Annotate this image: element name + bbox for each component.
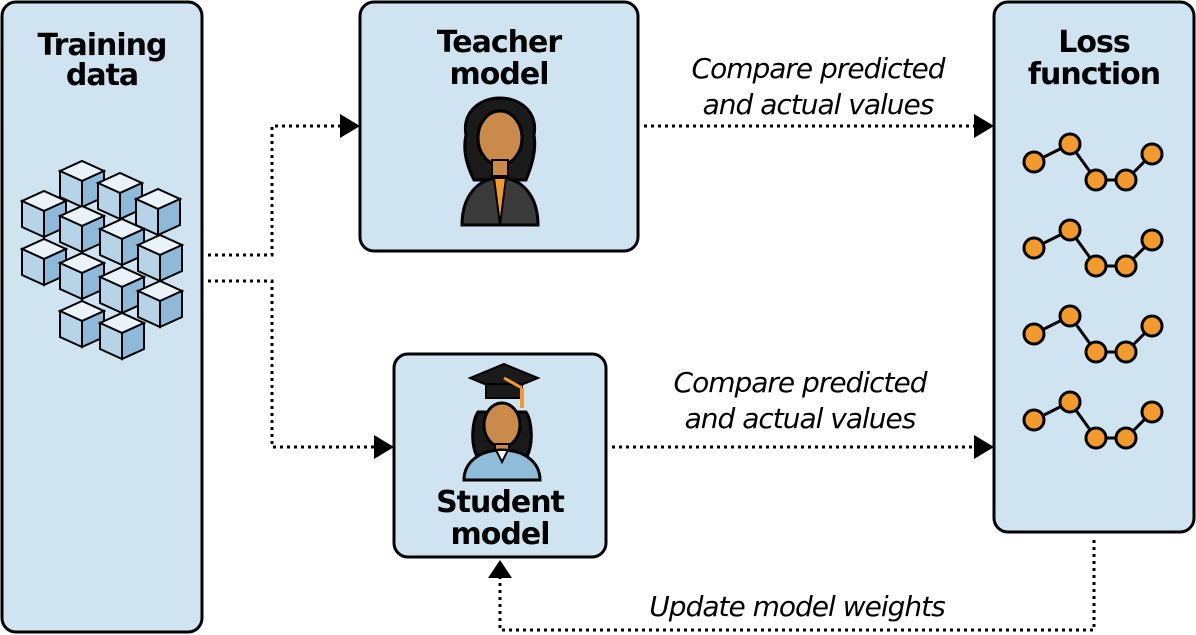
teacher-person-icon [460, 96, 540, 227]
student-to-loss-label-line2: and actual values [685, 402, 916, 435]
edge-training-to-teacher [208, 114, 360, 257]
training-data-title-line2: data [66, 58, 138, 93]
graduate-student-icon [462, 362, 542, 482]
teacher-to-loss-label-line2: and actual values [703, 88, 934, 121]
edge-teacher-to-loss: Compare predicted and actual values [644, 52, 994, 138]
teacher-to-loss-label-line1: Compare predicted [692, 52, 946, 85]
loss-function-title-line1: Loss [1058, 25, 1130, 60]
student-to-loss-label-line1: Compare predicted [674, 366, 928, 399]
student-model-box: Student model [392, 352, 608, 559]
teacher-model-title-line2: model [450, 57, 549, 92]
student-model-title-line2: model [451, 517, 550, 552]
training-data-box: Training data [0, 0, 204, 634]
edge-training-to-student [208, 279, 394, 459]
student-model-title-line1: Student [436, 485, 564, 520]
loss-function-box: Loss function [992, 0, 1196, 534]
loss-function-title-line2: function [1028, 57, 1160, 92]
loss-to-student-label: Update model weights [649, 590, 945, 623]
teacher-model-box: Teacher model [358, 0, 640, 253]
teacher-model-title-line1: Teacher [437, 25, 563, 60]
edge-student-to-loss: Compare predicted and actual values [612, 366, 994, 459]
edge-loss-to-student: Update model weights [488, 540, 1096, 632]
training-data-title-line1: Training [38, 28, 167, 63]
